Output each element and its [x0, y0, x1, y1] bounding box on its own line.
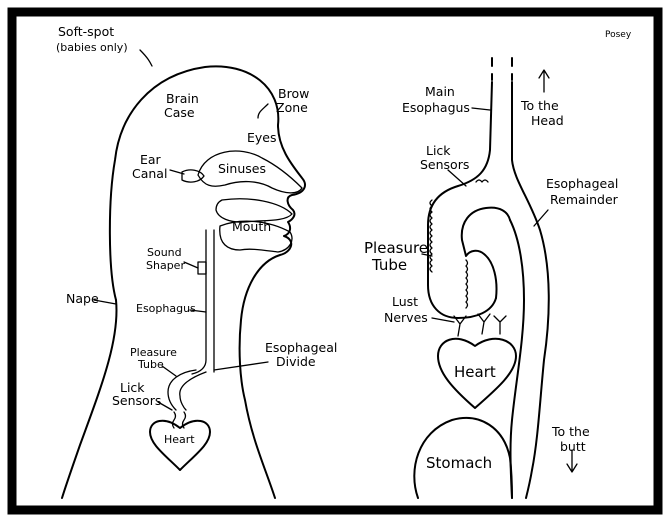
- stomach: [413, 417, 513, 499]
- ear-canal-label-2: Canal: [132, 166, 167, 181]
- eyes-label: Eyes: [247, 130, 277, 145]
- sound-shaper-label-2: Shaper: [146, 259, 185, 272]
- to-head-arrow: [538, 69, 550, 93]
- esophagus-tube: [191, 229, 207, 375]
- esophageal-remainder-right-wall: [511, 81, 550, 499]
- ear-canal-label: Ear: [140, 152, 162, 167]
- brow-zone-leader: [257, 103, 269, 119]
- lust-nerves: [453, 313, 507, 337]
- esophageal-remainder-inner-wall: [509, 219, 525, 499]
- pleasure-tube-inner: [460, 206, 511, 299]
- esophageal-divide-label: Esophageal: [265, 340, 337, 355]
- lick-sensors-label-right-2: Sensors: [420, 157, 469, 172]
- ear-canal-leader: [169, 169, 185, 175]
- tongue: [219, 220, 293, 253]
- to-the-head-label: To the: [520, 98, 559, 113]
- lick-sensors-leader-right: [447, 169, 467, 187]
- pleasure-tube-leader-right: [421, 253, 433, 257]
- esophageal-remainder-label-2: Remainder: [550, 192, 619, 207]
- brow-zone-label-2: Zone: [276, 100, 308, 115]
- left-diagram: Soft-spot (babies only) Brain Case Brow …: [56, 24, 337, 499]
- soft-spot-label: Soft-spot: [58, 24, 114, 39]
- brow-zone-label: Brow: [278, 86, 309, 101]
- esophageal-remainder-leader: [533, 209, 549, 227]
- sinus-cavity: [197, 150, 303, 194]
- heart-left: [149, 419, 211, 471]
- to-butt-arrow: [566, 449, 578, 473]
- sinuses-label: Sinuses: [218, 161, 266, 176]
- pleasure-tube-leader: [161, 365, 177, 377]
- esophageal-divide-label-2: Divide: [276, 354, 316, 369]
- pleasure-tube-label: Pleasure: [130, 346, 177, 359]
- lick-sensors-label: Lick: [120, 380, 145, 395]
- brain-case-label: Brain: [166, 91, 199, 106]
- to-the-butt-label-2: butt: [560, 439, 586, 454]
- main-esophagus-left-wall: [427, 81, 497, 319]
- sound-shaper: [197, 261, 207, 275]
- main-esophagus-leader: [471, 107, 491, 111]
- lust-nerves-label-2: Nerves: [384, 310, 428, 325]
- nape-outline: [61, 299, 118, 499]
- pleasure-tube-label-right: Pleasure: [364, 239, 428, 257]
- mouth-label: Mouth: [232, 219, 271, 234]
- main-esophagus-label-2: Esophagus: [402, 100, 470, 115]
- nape-leader: [93, 299, 117, 305]
- soft-spot-leader: [139, 49, 153, 67]
- to-the-butt-label: To the: [551, 424, 590, 439]
- sound-shaper-label: Sound: [147, 246, 182, 259]
- sound-shaper-leader: [183, 261, 199, 269]
- esophagus-label: Esophagus: [136, 302, 196, 315]
- esophagus-leader: [189, 309, 207, 313]
- lick-sensors-bumps: [429, 179, 489, 309]
- brain-case-label-2: Case: [164, 105, 195, 120]
- main-esophagus-top: [491, 57, 513, 81]
- lick-sensors-label-right: Lick: [426, 143, 451, 158]
- to-the-head-label-2: Head: [531, 113, 564, 128]
- stomach-label: Stomach: [426, 454, 492, 472]
- main-esophagus-label: Main: [425, 84, 455, 99]
- pleasure-tube-label-2: Tube: [137, 358, 164, 371]
- outer-frame: [7, 7, 663, 515]
- lust-nerves-label: Lust: [392, 294, 418, 309]
- lick-sensors-leader: [157, 401, 173, 411]
- lust-nerves-leader: [431, 317, 455, 323]
- right-diagram: Main Esophagus To the Head Lick Sensors …: [364, 57, 619, 499]
- esophageal-remainder-label: Esophageal: [546, 176, 618, 191]
- pleasure-tube-label-right-2: Tube: [371, 256, 407, 274]
- signature: Posey: [605, 30, 632, 40]
- esophageal-divide-leader: [213, 361, 269, 371]
- heart-label-right: Heart: [454, 363, 496, 381]
- nape-label: Nape: [66, 291, 99, 306]
- head-outline: [108, 65, 306, 499]
- lick-sensors-label-2: Sensors: [112, 393, 161, 408]
- soft-spot-sub-label: (babies only): [56, 41, 128, 54]
- ear-canal: [181, 169, 205, 183]
- heart-right: [437, 337, 517, 409]
- heart-label-left: Heart: [164, 433, 195, 446]
- pleasure-tube-left: [167, 369, 207, 411]
- mouth-cavity: [215, 198, 293, 223]
